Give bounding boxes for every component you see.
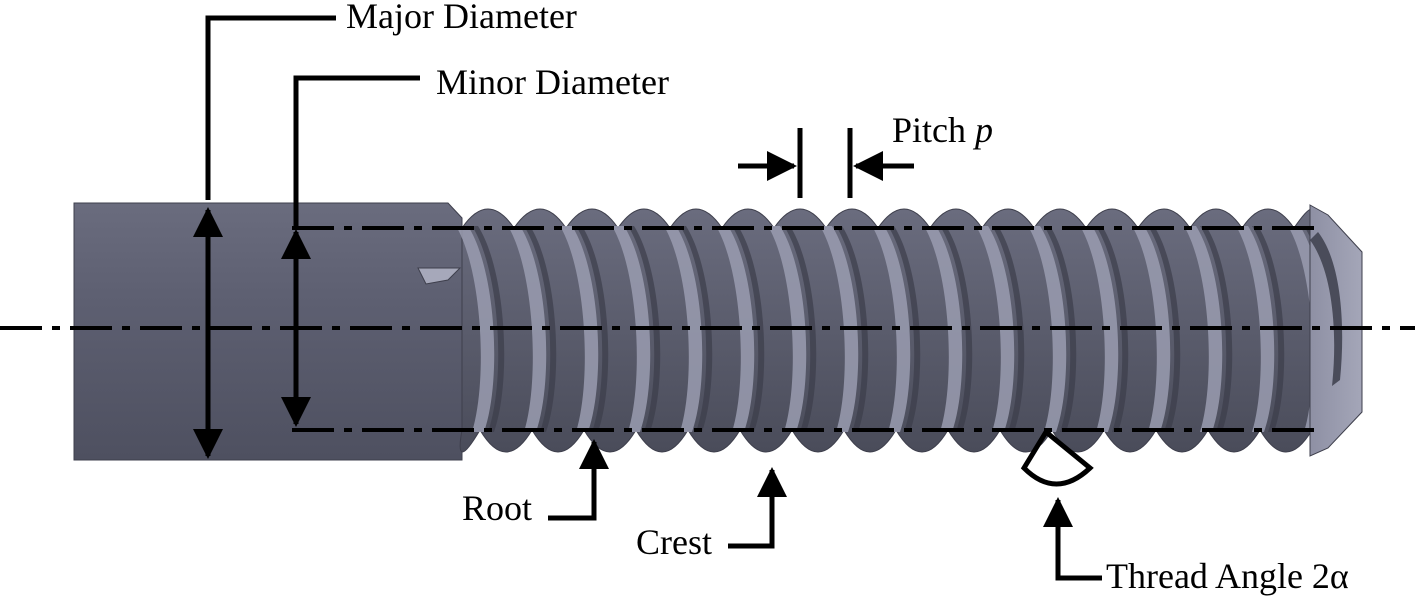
helix-flank-highlight	[1236, 226, 1275, 432]
thread-start-notch	[417, 267, 462, 285]
helix-flank-highlight	[1184, 226, 1223, 432]
helix-flank-shadow	[472, 226, 505, 432]
tip-groove	[1310, 232, 1343, 386]
helix-flank-highlight	[1132, 226, 1171, 432]
pitch-symbol: p	[972, 110, 993, 150]
helix-flank-shadow	[1200, 226, 1233, 432]
thread-angle-leader	[1043, 497, 1102, 581]
helix-flank-shadow	[1096, 226, 1129, 432]
thread-angle-arc	[1020, 428, 1094, 487]
minor-diameter-leader	[293, 75, 420, 226]
helix-flank-highlight	[976, 226, 1015, 432]
helix-flank-shadow	[836, 226, 869, 432]
helix-flank-highlight	[664, 226, 703, 432]
helix-flank-shadow	[524, 226, 557, 432]
helix-flank-shadow	[576, 226, 609, 432]
helix-flank-shadow	[732, 226, 765, 432]
helix-flank-highlight	[820, 226, 859, 432]
helix-flank-highlight	[716, 226, 755, 432]
helix-flank-shadow	[1044, 226, 1077, 432]
pitch-label: Pitch p	[892, 110, 993, 150]
helix-flank-shadow	[888, 226, 921, 432]
helix-flank-highlight	[924, 226, 963, 432]
helix-flank-highlight	[508, 226, 547, 432]
helix-flank-shadow	[940, 226, 973, 432]
annotations	[193, 15, 1102, 581]
root-leader	[548, 439, 609, 521]
helix-flank-shadow	[992, 226, 1025, 432]
helix-flank-highlight	[456, 226, 495, 432]
pitch-word: Pitch	[892, 110, 966, 150]
helix-flank-highlight	[768, 226, 807, 432]
crest-label: Crest	[636, 522, 712, 562]
helix-flank-highlight	[1080, 226, 1119, 432]
helix-flank-shadow	[1252, 226, 1285, 432]
helix-flank-highlight	[612, 226, 651, 432]
screw-shank	[73, 202, 463, 461]
helix-flank-highlight	[872, 226, 911, 432]
root-label: Root	[462, 488, 532, 528]
reference-lines	[0, 226, 1415, 432]
crest-leader	[728, 467, 787, 549]
major-diameter-label: Major Diameter	[346, 0, 577, 36]
helix-flank-shadow	[680, 226, 713, 432]
thread-angle-label: Thread Angle 2α	[1106, 556, 1349, 596]
helix-flank-highlight	[1028, 226, 1067, 432]
helix-flank-shadow	[1148, 226, 1181, 432]
helix-flank-shadow	[628, 226, 661, 432]
helix-flank-highlight	[560, 226, 599, 432]
thread-helix	[456, 226, 1337, 432]
helix-flank-shadow	[784, 226, 817, 432]
major-diameter-leader	[205, 15, 336, 200]
screw	[73, 202, 1363, 461]
minor-diameter-label: Minor Diameter	[436, 62, 669, 102]
